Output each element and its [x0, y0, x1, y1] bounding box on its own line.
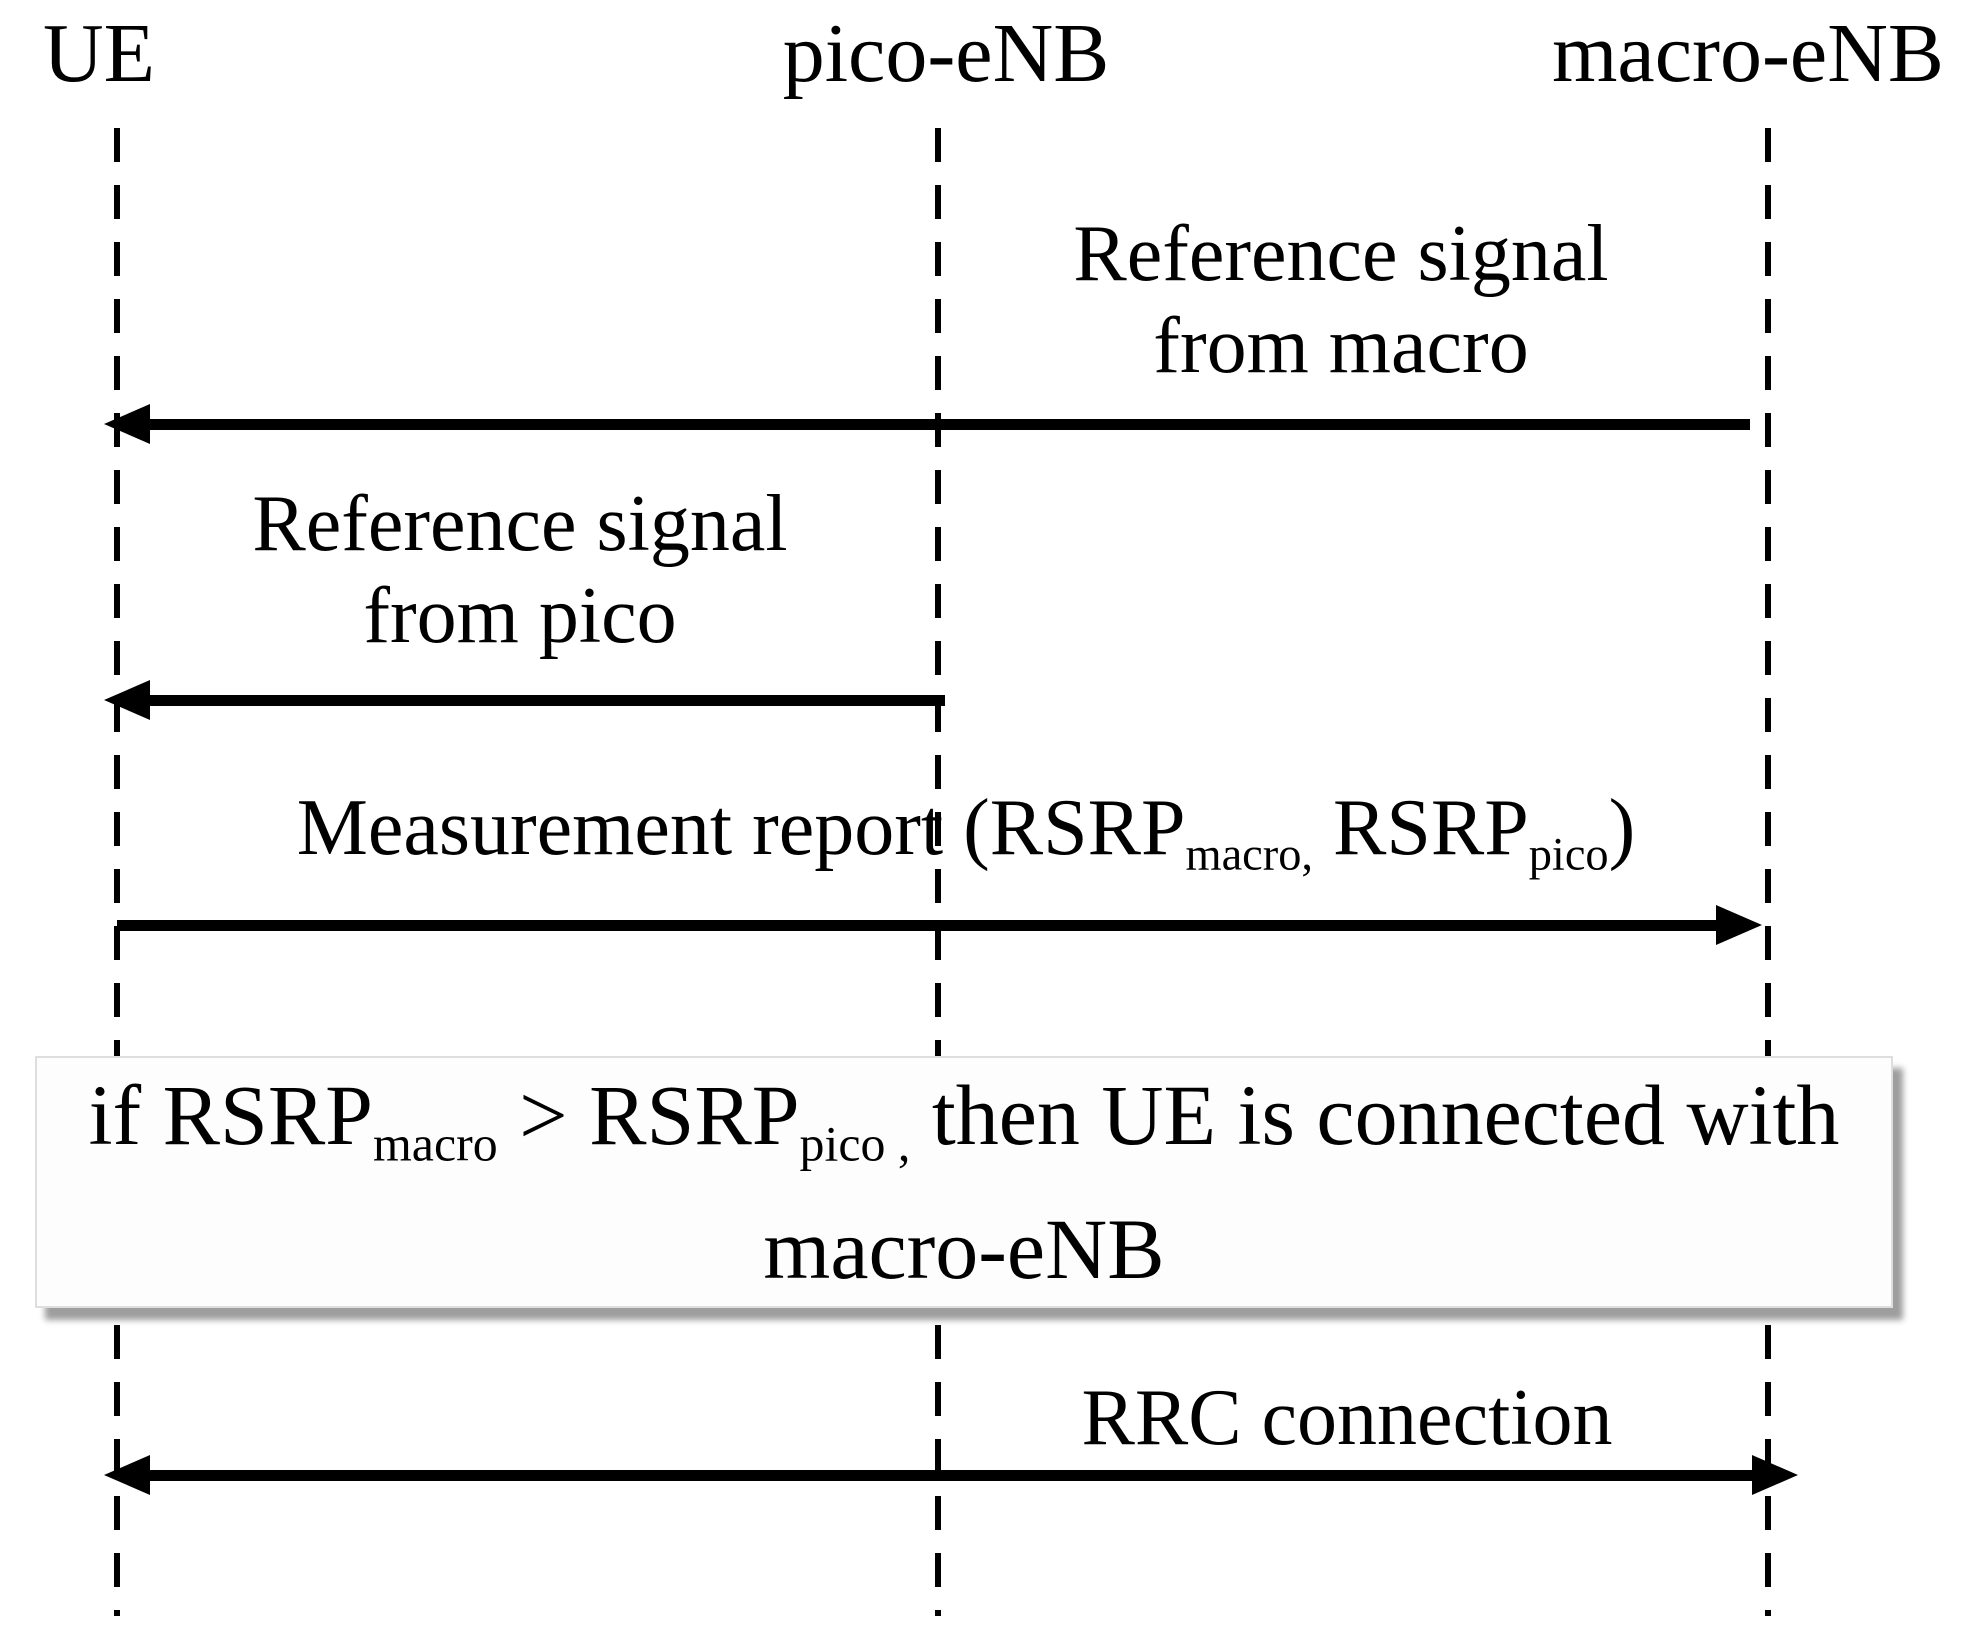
subscript-pico: pico	[1528, 829, 1609, 881]
message-label-line: Reference signal	[1073, 210, 1609, 298]
subscript-comma: ,	[1301, 829, 1314, 881]
condition-box: if RSRPmacro > RSRPpico , then UE is con…	[35, 1056, 1893, 1308]
condition-text-line1: if RSRPmacro > RSRPpico , then UE is con…	[89, 1063, 1840, 1196]
lifeline-ue	[114, 128, 120, 1616]
message-label-measurement-report: Measurement report (RSRPmacro, RSRPpico)	[297, 782, 1636, 901]
arrow-shaft	[142, 1469, 1760, 1481]
arrowhead-right-icon	[1752, 1455, 1798, 1495]
measurement-text: RSRP	[1313, 784, 1529, 872]
condition-text-line2: macro-eNB	[763, 1200, 1165, 1297]
arrow-rrc-connection	[104, 1455, 1798, 1495]
actor-label-ue: UE	[43, 7, 155, 100]
arrow-ref-signal-pico	[104, 680, 945, 720]
lifeline-pico-enb	[935, 128, 941, 1616]
message-label-ref-signal-macro: Reference signal from macro	[1073, 208, 1608, 392]
arrow-shaft	[117, 919, 1724, 931]
subscript-pico: pico	[799, 1116, 886, 1172]
arrow-measurement-report	[117, 905, 1762, 945]
arrow-ref-signal-macro	[104, 404, 1750, 444]
subscript-macro: macro	[1185, 829, 1302, 881]
actor-label-pico-enb: pico-eNB	[782, 7, 1110, 100]
lifeline-macro-enb	[1765, 128, 1771, 1616]
measurement-text: (RSRP	[943, 784, 1186, 872]
message-label-line: from pico	[363, 572, 677, 660]
message-label-rrc-connection: RRC connection	[1081, 1374, 1613, 1462]
subscript-comma: ,	[885, 1116, 911, 1172]
condition-text: then UE is connected with	[910, 1067, 1840, 1164]
message-label-line: from macro	[1153, 302, 1529, 390]
condition-text: > RSRP	[497, 1067, 800, 1164]
arrow-shaft	[142, 694, 945, 706]
measurement-text: Measurement report	[296, 784, 944, 872]
arrowhead-right-icon	[1716, 905, 1762, 945]
measurement-text: )	[1608, 784, 1636, 872]
actor-label-macro-enb: macro-eNB	[1552, 7, 1944, 100]
condition-text: if RSRP	[88, 1067, 374, 1164]
arrow-shaft	[142, 418, 1750, 430]
message-label-line: Reference signal	[252, 480, 788, 568]
subscript-macro: macro	[373, 1116, 498, 1172]
message-label-ref-signal-pico: Reference signal from pico	[252, 478, 787, 662]
